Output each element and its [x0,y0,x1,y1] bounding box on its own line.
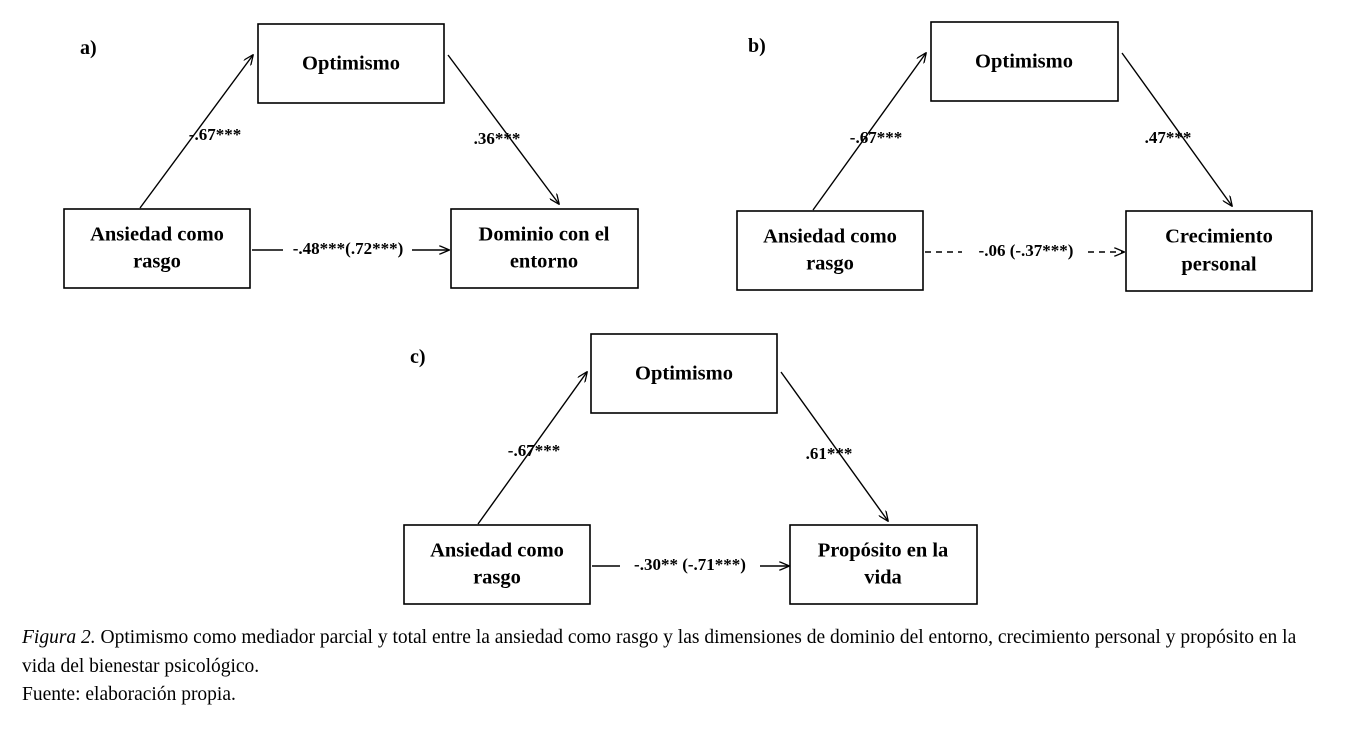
panel-b-outcome-box [1125,210,1313,292]
panel-a-path-a-arrow [139,55,253,209]
panel-b-mediator-node[interactable]: Optimismo [930,21,1119,102]
figure-caption: Figura 2. Optimismo como mediador parcia… [22,624,1332,710]
panel-c-mediator-node[interactable]: Optimismo [590,333,778,414]
panel-a-letter: a) [80,37,97,59]
panel-a-predictor-box [63,208,251,289]
panel-c-path-b-label: .61*** [806,444,853,463]
panel-b-letter: b) [748,35,766,57]
panel-b-mediator-box [930,21,1119,102]
caption-paragraph: Figura 2. Optimismo como mediador parcia… [22,624,1332,681]
panel-c-outcome-node[interactable]: Propósito en la vida [789,524,978,605]
panel-c-predictor-node[interactable]: Ansiedad como rasgo [403,524,591,605]
panel-b-predictor-label-line2: rasgo [806,253,854,275]
panel-a-path-c-label: -.48***(.72***) [293,239,403,258]
panel-c-predictor-box [403,524,591,605]
panel-b-mediator-label: Optimismo [975,51,1073,73]
panel-c-outcome-box [789,524,978,605]
panel-c: c) Optimismo Ansiedad como rasgo Propósi… [403,333,978,605]
panel-b-predictor-box [736,210,924,291]
panel-c-path-a-arrow [477,372,587,525]
panel-c-path-c-label: -.30** (-.71***) [634,555,746,574]
panel-a-mediator-node[interactable]: Optimismo [257,23,445,104]
panel-a-path-b-label: .36*** [474,129,521,148]
panel-c-letter: c) [410,346,426,368]
mediation-diagram: a) Optimismo Ansiedad como rasgo Dominio… [63,21,1313,605]
panel-b-outcome-label-line1: Crecimiento [1165,226,1273,248]
panel-b-outcome-node[interactable]: Crecimiento personal [1125,210,1313,292]
panel-b-outcome-label-line2: personal [1181,254,1256,276]
caption-source: Fuente: elaboración propia. [22,684,236,706]
panel-a-outcome-box [450,208,639,289]
caption-text: Optimismo como mediador parcial y total … [22,627,1297,677]
panel-b-path-c-label: -.06 (-.37***) [979,241,1074,260]
panel-c-outcome-label-line1: Propósito en la [818,540,949,562]
panel-a-outcome-node[interactable]: Dominio con el entorno [450,208,639,289]
panel-b: b) Optimismo Ansiedad como rasgo Crecimi… [736,21,1313,292]
panel-c-path-b-arrow [780,371,888,521]
caption-figure-label: Figura 2. [22,627,96,648]
panel-a-predictor-label-line2: rasgo [133,251,181,273]
panel-a-mediator-box [257,23,445,104]
panel-b-path-a-label: -.67*** [850,128,902,147]
panel-a-outcome-label-line1: Dominio con el [479,224,610,246]
panel-c-outcome-label-line2: vida [864,567,902,589]
panel-b-path-a-arrow [812,53,926,211]
panel-c-mediator-box [590,333,778,414]
panel-b-path-b-arrow [1121,52,1232,206]
panel-a-path-b-arrow [447,54,559,204]
panel-a-mediator-label: Optimismo [302,53,400,75]
panel-b-path-b-label: .47*** [1145,128,1192,147]
panel-b-predictor-label-line1: Ansiedad como [763,226,897,248]
panel-a-path-a-label: -.67*** [189,125,241,144]
panel-b-predictor-node[interactable]: Ansiedad como rasgo [736,210,924,291]
panel-a-outcome-label-line2: entorno [510,251,578,273]
panel-a-predictor-label-line1: Ansiedad como [90,224,224,246]
panel-c-mediator-label: Optimismo [635,363,733,385]
panel-c-predictor-label-line2: rasgo [473,567,521,589]
panel-c-predictor-label-line1: Ansiedad como [430,540,564,562]
panel-c-path-a-label: -.67*** [508,441,560,460]
panel-a-predictor-node[interactable]: Ansiedad como rasgo [63,208,251,289]
panel-a: a) Optimismo Ansiedad como rasgo Dominio… [63,23,639,289]
